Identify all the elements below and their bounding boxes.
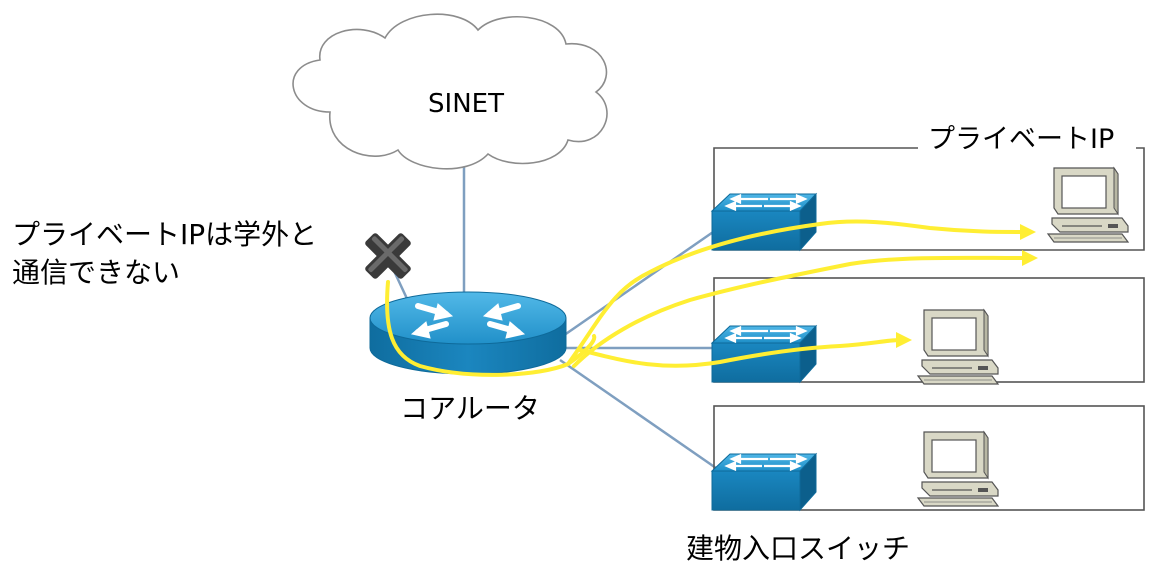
traffic-paths (385, 219, 1028, 377)
blocked-x-icon (365, 233, 411, 279)
traffic-path-to-pc-2 (578, 338, 902, 368)
link-router-switch-3 (559, 358, 717, 470)
cloud-label: SINET (428, 89, 504, 119)
building-box-1 (713, 147, 1145, 251)
switch-icon (710, 452, 818, 512)
router-icon (369, 291, 567, 375)
note-line-1: プライベートIPは学外と (12, 218, 317, 251)
computer-icon (1047, 167, 1129, 243)
traffic-path-to-pc-extra (572, 255, 1028, 368)
core-router-label: コアルータ (400, 392, 540, 425)
private-ip-label: プライベートIP (928, 124, 1114, 155)
cloud-icon (292, 13, 608, 170)
link-router-switch-1 (559, 228, 717, 340)
building-box-3 (713, 405, 1145, 511)
computer-icon (917, 431, 999, 507)
traffic-arrowheads (896, 224, 1038, 348)
traffic-path-to-pc-1 (566, 219, 1026, 366)
note-line-2: 通信できない (12, 256, 180, 289)
building-switch-label: 建物入口スイッチ (686, 532, 910, 565)
computer-icon (917, 309, 999, 385)
